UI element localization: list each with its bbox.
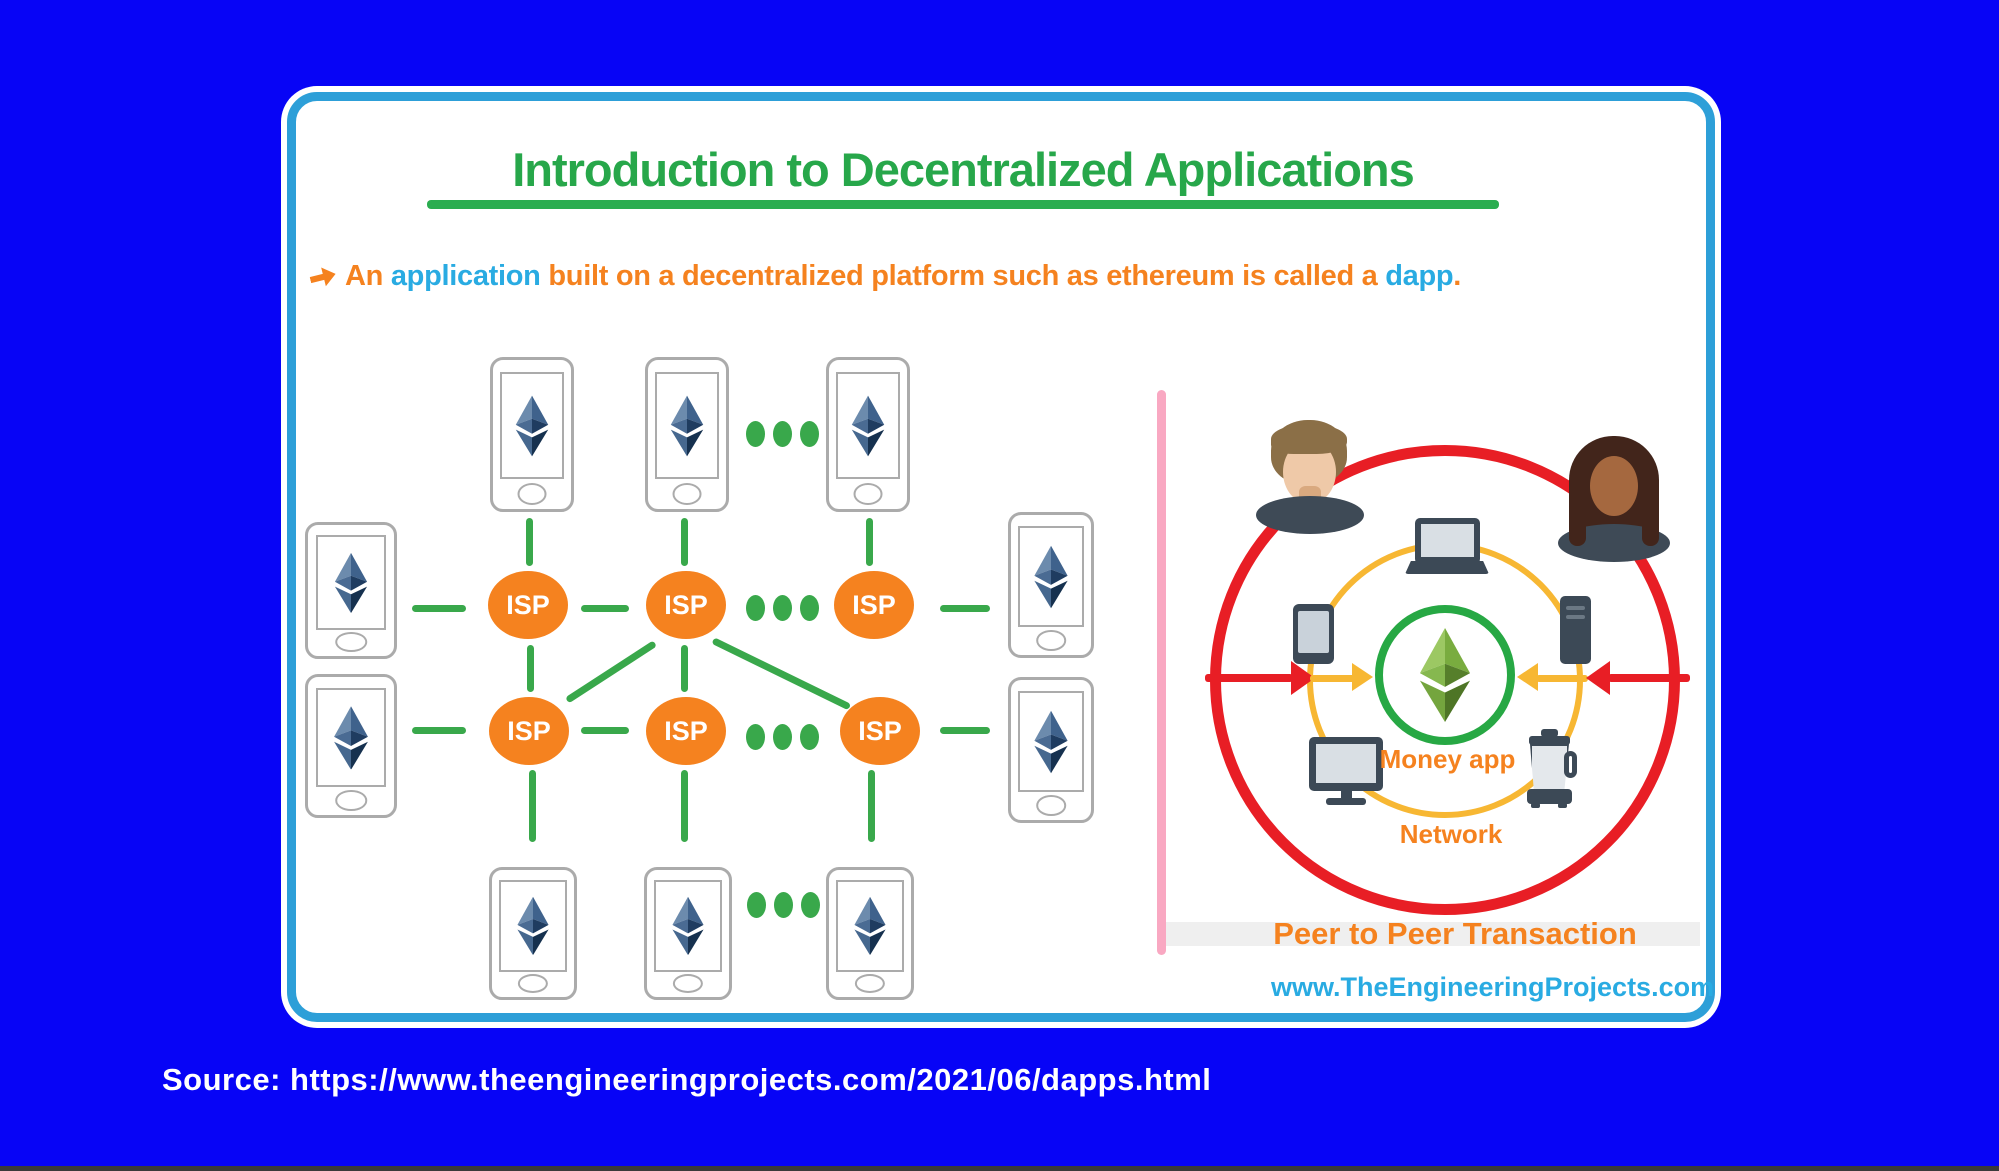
connector-line [581, 605, 629, 612]
subtitle-line: An application built on a decentralized … [310, 260, 1461, 293]
phone-node [1008, 512, 1094, 658]
title-underline [427, 199, 1499, 209]
right-arrow-icon [308, 263, 339, 291]
page-title-block: Introduction to Decentralized Applicatio… [357, 144, 1569, 209]
website-label: www.TheEngineeringProjects.com [1271, 972, 1715, 1002]
ethereum-circle [1375, 605, 1515, 745]
red-arrow-left [1205, 674, 1293, 682]
laptop-screen [1421, 524, 1474, 557]
ellipsis-dots [746, 421, 819, 447]
man-avatar [1256, 420, 1364, 534]
smartphone-screen [1298, 611, 1329, 653]
connector-line [868, 770, 875, 842]
connector-line [940, 727, 990, 734]
ethereum-icon [667, 896, 710, 956]
phone-node [489, 867, 577, 1000]
money-app-label: Money app [1379, 744, 1516, 774]
ethereum-icon [512, 391, 553, 460]
isp-node: ISP [840, 697, 920, 765]
ethereum-icon [1030, 544, 1072, 608]
phone-node [645, 357, 729, 512]
ethereum-icon [512, 896, 555, 956]
phone-node [1008, 677, 1094, 823]
ethereum-icon [329, 705, 374, 770]
connector-line [412, 605, 466, 612]
isp-node: ISP [646, 697, 726, 765]
connector-line [412, 727, 466, 734]
isp-node: ISP [489, 697, 569, 765]
red-arrow-right [1608, 674, 1690, 682]
ethereum-icon [1030, 709, 1072, 773]
connector-line [681, 770, 688, 842]
network-label: Network [1399, 819, 1503, 849]
connector-line [866, 518, 873, 566]
ethereum-icon [329, 552, 374, 613]
ethereum-icon [849, 896, 892, 956]
laptop-base [1405, 561, 1489, 574]
connector-line [681, 518, 688, 566]
woman-avatar [1558, 436, 1670, 562]
source-attribution: Source: https://www.theengineeringprojec… [162, 1062, 1212, 1097]
connector-line [940, 605, 990, 612]
connector-line [527, 645, 534, 692]
phone-node [305, 522, 397, 659]
isp-node: ISP [646, 571, 726, 639]
yellow-arrow-left [1310, 675, 1360, 682]
connector-line [526, 518, 533, 566]
connector-line [681, 645, 688, 692]
isp-node: ISP [834, 571, 914, 639]
subtitle-text: An application built on a decentralized … [345, 260, 1462, 292]
phone-screen [500, 371, 564, 480]
connector-line [581, 727, 629, 734]
blender-icon [1527, 729, 1577, 813]
bottom-edge-bar [0, 1166, 1999, 1171]
ellipsis-dots [747, 892, 820, 918]
ellipsis-dots [746, 724, 819, 750]
phone-home-button [517, 482, 547, 505]
background-band [1166, 922, 1700, 946]
pc-tower-icon [1560, 596, 1591, 664]
isp-node: ISP [488, 571, 568, 639]
peer-to-peer-caption: Peer to Peer Transaction [1273, 916, 1637, 951]
yellow-arrow-right [1536, 675, 1588, 682]
connector-line [529, 770, 536, 842]
page-title: Introduction to Decentralized Applicatio… [512, 143, 1415, 196]
phone-node [305, 674, 397, 818]
phone-node [826, 867, 914, 1000]
ellipsis-dots [746, 595, 819, 621]
monitor-screen [1316, 744, 1376, 783]
divider-line [1157, 390, 1166, 955]
ethereum-icon [848, 391, 889, 460]
phone-node [826, 357, 910, 512]
ethereum-icon [667, 391, 708, 460]
phone-node [644, 867, 732, 1000]
red-arrowhead-icon [1586, 661, 1610, 695]
yellow-arrowhead-icon [1352, 663, 1373, 691]
phone-node [490, 357, 574, 512]
yellow-arrowhead-icon [1517, 663, 1538, 691]
ethereum-green-icon [1413, 628, 1477, 722]
